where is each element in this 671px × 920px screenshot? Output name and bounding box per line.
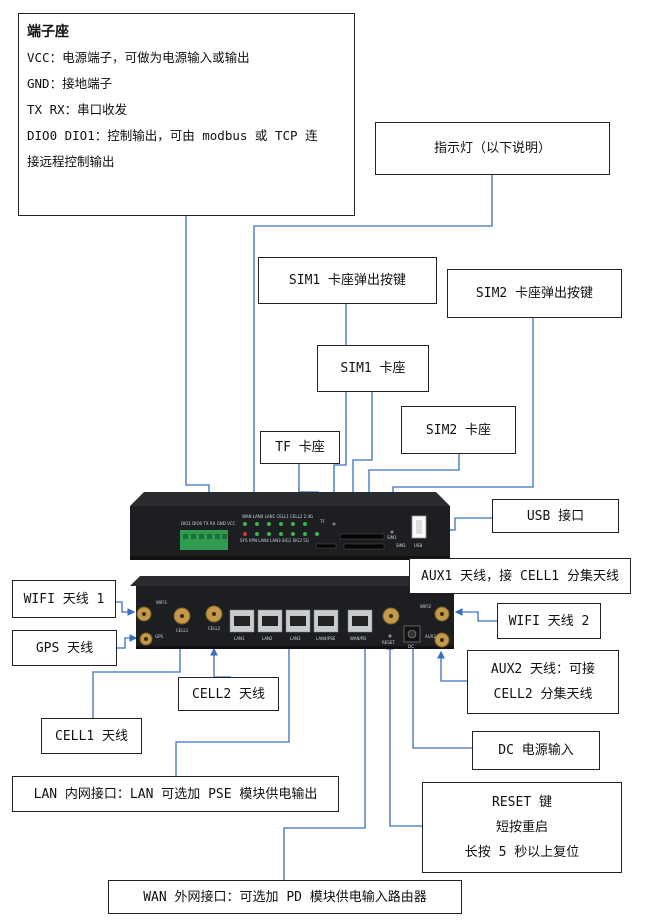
lan1-label: LAN1 (234, 636, 245, 641)
label-reset: RESET 键 短按重启 长按 5 秒以上复位 (422, 782, 622, 873)
terminal-block (180, 530, 228, 550)
label-reset-line1: RESET 键 (492, 795, 552, 810)
label-reset-line2: 短按重启 (495, 820, 548, 835)
label-cell2: CELL2 天线 (178, 677, 279, 711)
label-wan: WAN 外网接口：可选加 PD 模块供电输入路由器 (108, 880, 462, 914)
reset-text: RESET (382, 640, 395, 645)
antenna-connectors (136, 605, 450, 648)
label-tf-slot: TF 卡座 (260, 431, 340, 464)
terminal-line-txrx: TX RX：串口收发 (27, 102, 128, 117)
lan4-label: LAN4/PSE (316, 636, 336, 641)
antenna-label-gps: GPS (155, 634, 164, 639)
terminal-line-gnd: GND：接地端子 (27, 76, 113, 91)
label-gps: GPS 天线 (12, 630, 117, 666)
usb-text: USB (414, 543, 422, 548)
antenna-label-cell1: CELL1 (176, 628, 189, 633)
label-lan: LAN 内网接口：LAN 可选加 PSE 模块供电输出 (12, 776, 339, 812)
label-sim1-eject: SIM1 卡座弹出按键 (258, 257, 437, 304)
label-wifi1: WIFI 天线 1 (12, 580, 116, 618)
sim2-slot (343, 543, 385, 550)
sim1-eject-hole (332, 522, 336, 526)
terminal-box-title: 端子座 (27, 24, 69, 40)
sim1-slot (339, 533, 385, 540)
label-reset-line3: 长按 5 秒以上复位 (464, 845, 580, 860)
label-usb: USB 接口 (492, 499, 619, 533)
terminal-line-dio: DIO0 DIO1：控制输出，可由 modbus 或 TCP 连 (27, 128, 318, 143)
sim2-text: SIM2 (396, 543, 406, 548)
led-top-labels: WAN LAN0 LAN1 CELL1 CELL2 2.4G (242, 514, 313, 519)
indicator-leds (243, 522, 319, 536)
tf-slot (315, 543, 337, 549)
lan2-label: LAN2 (262, 636, 273, 641)
label-sim1-slot: SIM1 卡座 (317, 345, 429, 392)
label-aux1: AUX1 天线，接 CELL1 分集天线 (409, 558, 631, 594)
label-sim2-eject: SIM2 卡座弹出按键 (447, 269, 622, 318)
terminal-description-box: 端子座 VCC：电源端子，可做为电源输入或输出 GND：接地端子 TX RX：串… (18, 13, 355, 216)
label-aux2-line2: CELL2 分集天线 (493, 687, 593, 702)
antenna-label-wifi1: WIFI1 (156, 600, 168, 605)
sim2-eject-hole (390, 530, 394, 534)
label-dc: DC 电源输入 (472, 731, 600, 770)
dc-text: DC (408, 644, 414, 649)
tf-text: TF (319, 519, 325, 524)
led-bottom-labels: SYS VPN LAN4 LAN3 SIG1 SIG2 5G (240, 538, 309, 543)
label-indicator: 指示灯（以下说明） (375, 122, 610, 175)
label-aux2: AUX2 天线：可接 CELL2 分集天线 (467, 650, 619, 714)
antenna-label-wifi2: WIFI2 (420, 604, 432, 609)
lan3-label: LAN3 (290, 636, 301, 641)
label-sim2-slot: SIM2 卡座 (401, 406, 516, 454)
sim-text: SIM1 (387, 535, 397, 540)
reset-button (388, 634, 392, 638)
antenna-label-aux2: AUX2 (425, 634, 436, 639)
router-back-panel: WIFI1 CELL1 CELL2 GPS WIFI2 AUX2 LAN1 LA… (130, 576, 460, 649)
terminal-line-dio-cont: 接远程控制输出 (27, 154, 115, 169)
terminal-pin-labels: DIO1 DIO0 TX RX GND VCC (181, 521, 236, 526)
antenna-label-cell2: CELL2 (208, 626, 221, 631)
label-aux2-line1: AUX2 天线：可接 (490, 662, 596, 677)
label-cell1: CELL1 天线 (41, 718, 142, 754)
terminal-line-vcc: VCC：电源端子，可做为电源输入或输出 (27, 50, 250, 65)
wan-label: WAN/PD (350, 636, 366, 641)
router-front-panel: DIO1 DIO0 TX RX GND VCC WAN LAN0 LAN1 CE… (130, 492, 450, 560)
label-wifi2: WIFI 天线 2 (497, 603, 601, 639)
